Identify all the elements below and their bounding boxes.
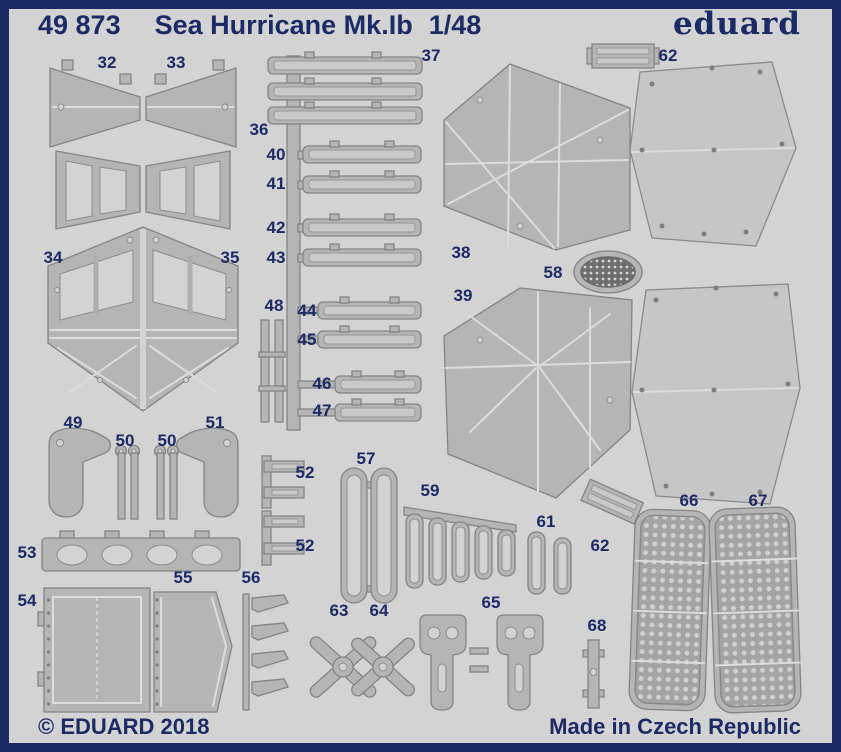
part-number-61: 61 xyxy=(536,512,556,531)
part-number-56: 56 xyxy=(241,568,261,587)
part-number-64: 64 xyxy=(369,601,389,620)
part-number-50: 50 xyxy=(157,431,177,450)
brand-logo: eduard xyxy=(672,6,801,42)
part-number-34: 34 xyxy=(43,248,63,267)
part-number-67: 67 xyxy=(748,491,768,510)
part-number-62: 62 xyxy=(590,536,610,555)
part-number-35: 35 xyxy=(220,248,240,267)
part-number-44: 44 xyxy=(297,301,317,320)
part-number-65: 65 xyxy=(481,593,501,612)
part-number-55: 55 xyxy=(173,568,193,587)
part-number-68: 68 xyxy=(587,616,607,635)
part-number-59: 59 xyxy=(420,481,440,500)
part-number-42: 42 xyxy=(266,218,286,237)
part-number-32: 32 xyxy=(97,53,117,72)
part-number-62: 62 xyxy=(658,46,678,65)
part-number-52: 52 xyxy=(295,536,315,555)
part-number-63: 63 xyxy=(329,601,349,620)
part-number-54: 54 xyxy=(17,591,37,610)
part-number-47: 47 xyxy=(312,401,332,420)
part-number-53: 53 xyxy=(17,543,37,562)
part-number-43: 43 xyxy=(266,248,286,267)
part-number-58: 58 xyxy=(543,263,563,282)
part-number-46: 46 xyxy=(312,374,332,393)
part-number-40: 40 xyxy=(266,145,286,164)
part-number-41: 41 xyxy=(266,174,286,193)
part-number-33: 33 xyxy=(166,53,186,72)
scale-label: 1/48 xyxy=(428,10,482,40)
part-number-48: 48 xyxy=(264,296,284,315)
part-number-50: 50 xyxy=(115,431,135,450)
part-number-38: 38 xyxy=(451,243,471,262)
part-number-45: 45 xyxy=(297,330,317,349)
sheet-header: 49 873 Sea Hurricane Mk.Ib 1/48 xyxy=(38,10,481,41)
part-number-36: 36 xyxy=(249,120,269,139)
part-number-57: 57 xyxy=(356,449,376,468)
part-number-51: 51 xyxy=(205,413,225,432)
copyright-text: © EDUARD 2018 xyxy=(38,714,210,739)
product-title: Sea Hurricane Mk.Ib xyxy=(154,10,413,40)
part-number-37: 37 xyxy=(421,46,441,65)
part-number-66: 66 xyxy=(679,491,699,510)
part-number-39: 39 xyxy=(453,286,473,305)
part-number-52: 52 xyxy=(295,463,315,482)
catalog-number: 49 873 xyxy=(38,10,121,40)
made-in-text: Made in Czech Republic xyxy=(549,714,801,739)
part-number-49: 49 xyxy=(63,413,83,432)
